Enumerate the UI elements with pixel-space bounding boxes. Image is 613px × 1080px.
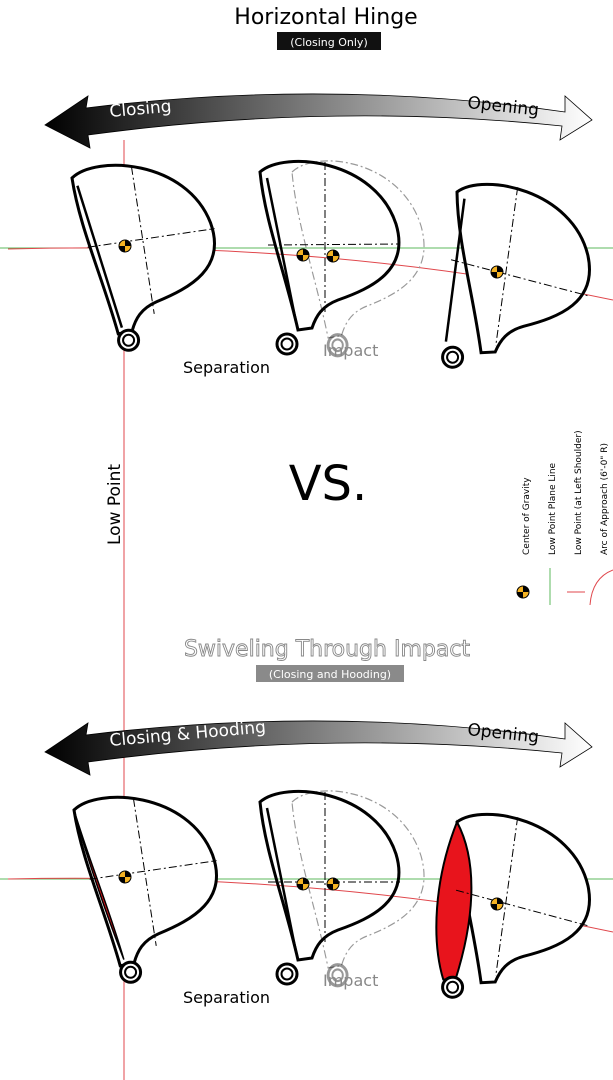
legend-label-low-point: Low Point (at Left Shoulder)	[574, 430, 584, 555]
cg-marker-icon	[296, 877, 310, 891]
cg-marker-icon	[118, 239, 132, 253]
bottom-title: Swiveling Through Impact	[184, 637, 470, 662]
top-impact-label: Impact	[323, 341, 378, 360]
cg-marker-icon	[118, 870, 132, 884]
top-subtitle: (Closing Only)	[290, 36, 367, 49]
cg-marker-icon	[490, 897, 504, 911]
club-head-top-2	[258, 159, 401, 356]
top-direction-arrow[interactable]	[44, 93, 593, 149]
legend-label-cg: Center of Gravity	[522, 477, 532, 555]
club-head-top-1	[69, 158, 221, 353]
vs-label: VS.	[289, 456, 368, 512]
bottom-impact-label: Impact	[323, 971, 378, 990]
top-separation-label: Separation	[183, 358, 270, 377]
club-head-bottom-3	[435, 809, 598, 1000]
bottom-subtitle-bg	[256, 665, 404, 682]
red-arc-icon	[589, 569, 613, 606]
top-title: Horizontal Hinge	[234, 5, 417, 30]
bottom-direction-arrow[interactable]	[44, 720, 593, 776]
legend: Center of Gravity Low Point Plane Line L…	[516, 430, 613, 606]
legend-label-arc: Arc of Approach (6'-0" R)	[600, 443, 610, 555]
club-head-top-3	[440, 179, 598, 370]
cg-marker-icon	[490, 265, 504, 279]
bottom-subtitle: (Closing and Hooding)	[269, 668, 391, 681]
bottom-separation-label: Separation	[183, 988, 270, 1007]
cg-marker-icon	[296, 248, 310, 262]
top-subtitle-bg	[277, 32, 381, 50]
club-head-bottom-1	[71, 790, 223, 985]
cg-marker-icon	[516, 585, 530, 599]
legend-label-plane: Low Point Plane Line	[548, 462, 558, 555]
low-point-label: Low Point	[105, 464, 125, 545]
cg-marker-icon	[326, 249, 340, 263]
cg-marker-icon	[326, 877, 340, 891]
